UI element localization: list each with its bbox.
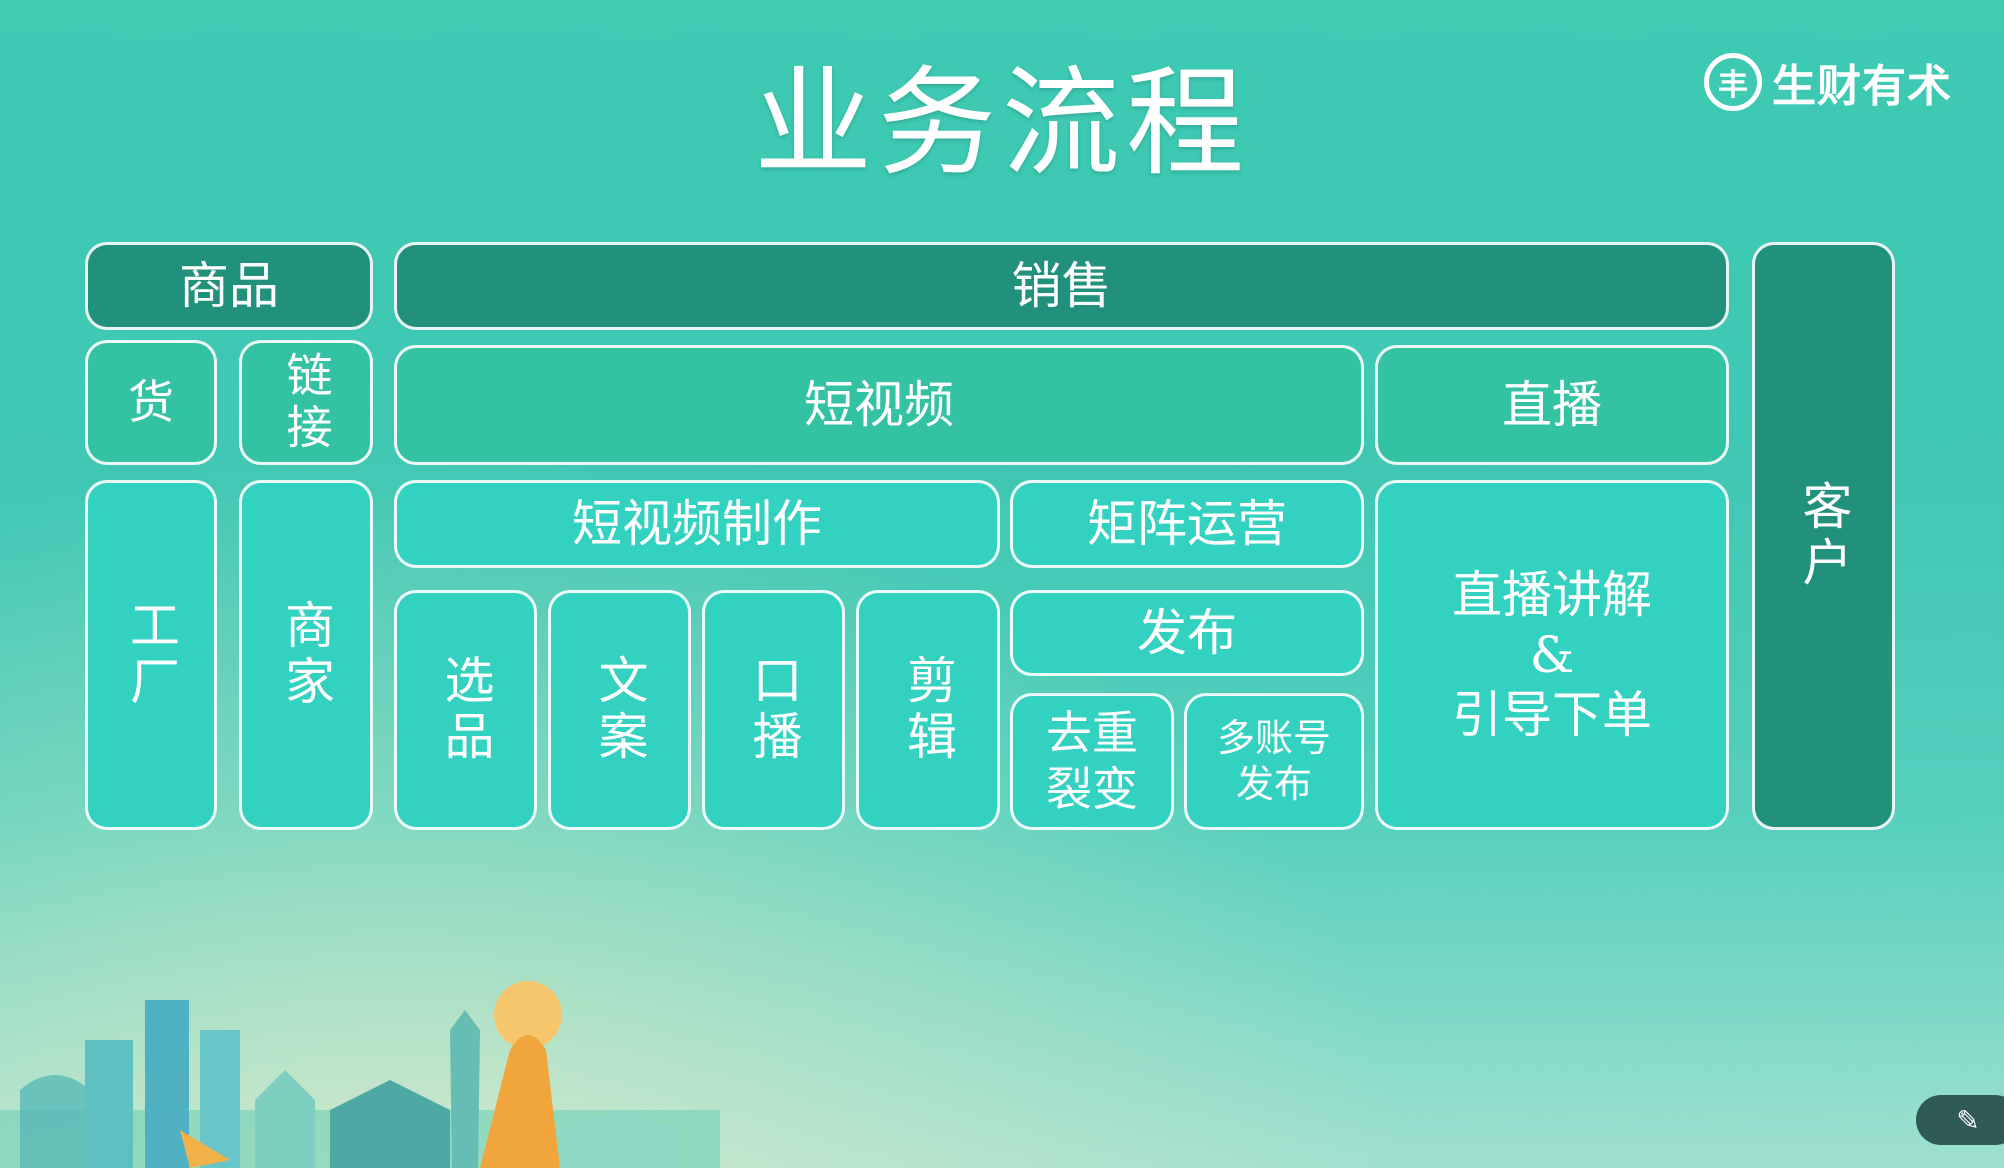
box-label-line1: 去重 <box>1046 706 1138 761</box>
box-label: 客户 <box>1794 480 1853 592</box>
box-duanshipin: 短视频 <box>394 345 1364 465</box>
box-fabu: 发布 <box>1010 590 1364 676</box>
box-label-line3: 引导下单 <box>1452 686 1652 744</box>
box-label-line2: 裂变 <box>1046 761 1138 816</box>
box-label: 发布 <box>1137 604 1237 662</box>
box-label: 销售 <box>1011 257 1112 315</box>
box-label: 链接 <box>279 350 334 455</box>
page-title: 业务流程 <box>753 54 1250 192</box>
brand-logo: 丰 生财有术 <box>1704 50 1954 114</box>
box-label-line2: & <box>1529 626 1575 684</box>
box-zhibo: 直播 <box>1375 345 1729 465</box>
city-skyline-illustration <box>0 981 720 1168</box>
box-label-line1: 多账号 <box>1216 715 1331 760</box>
box-label: 剪辑 <box>899 654 957 766</box>
box-juzhen-yunying: 矩阵运营 <box>1010 480 1364 568</box>
box-shangjia: 商家 <box>239 480 373 830</box>
box-label-line1: 直播讲解 <box>1452 566 1652 624</box>
box-duanshipin-zhizuo: 短视频制作 <box>394 480 1000 568</box>
box-zhibo-jiangjie: 直播讲解 & 引导下单 <box>1375 480 1729 830</box>
logo-mark-icon: 丰 <box>1704 53 1762 111</box>
box-gongchang: 工厂 <box>85 480 217 830</box>
box-label: 短视频制作 <box>572 495 822 553</box>
box-label: 货 <box>128 374 174 429</box>
box-shangpin: 商品 <box>85 242 373 330</box>
box-label: 直播 <box>1502 376 1602 434</box>
magic-wand-icon[interactable]: ✎ <box>1916 1095 2004 1145</box>
box-label: 口播 <box>744 654 803 766</box>
box-duozhanghao-fabu: 多账号 发布 <box>1184 693 1364 830</box>
box-wenan: 文案 <box>548 590 691 830</box>
box-kehu: 客户 <box>1752 242 1895 830</box>
box-huo: 货 <box>85 340 217 465</box>
box-label: 商品 <box>179 257 279 315</box>
box-label-line2: 发布 <box>1235 761 1312 806</box>
box-xiaoshou: 销售 <box>394 242 1729 330</box>
box-jianji: 剪辑 <box>856 590 1000 830</box>
box-label: 文案 <box>590 654 649 766</box>
box-label: 矩阵运营 <box>1087 495 1287 553</box>
box-kubo: 口播 <box>702 590 845 830</box>
box-label: 工厂 <box>122 599 180 711</box>
box-lianjie: 链接 <box>239 340 373 465</box>
box-label: 商家 <box>277 599 335 711</box>
box-xuanpin: 选品 <box>394 590 537 830</box>
box-label: 短视频 <box>804 376 954 434</box>
logo-text: 生财有术 <box>1772 61 1952 112</box>
box-label: 选品 <box>436 654 495 766</box>
box-quchong-liebian: 去重 裂变 <box>1010 693 1174 830</box>
